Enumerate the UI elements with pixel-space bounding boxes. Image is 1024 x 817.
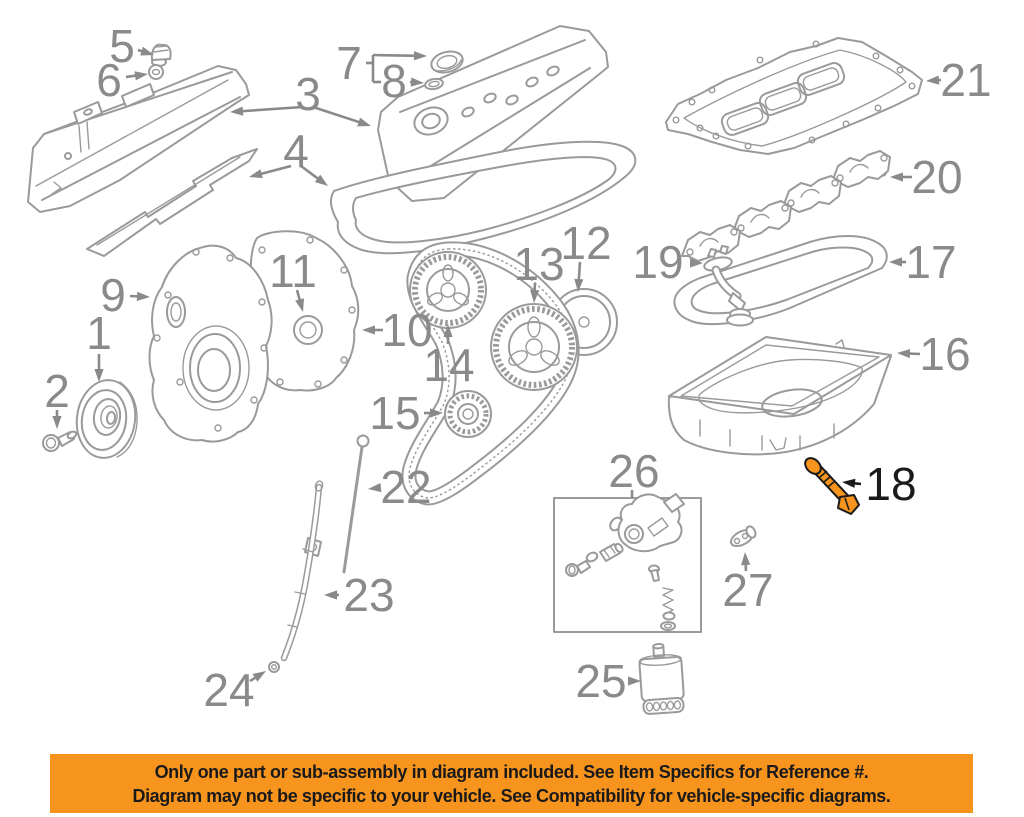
callout-arrowhead-1 (94, 369, 104, 382)
callout-number-17: 17 (905, 236, 956, 288)
timing-cover-front-art (148, 244, 273, 443)
callout-number-26: 26 (608, 445, 659, 497)
callout-number-6: 6 (96, 54, 122, 106)
callout-number-5: 5 (109, 20, 135, 72)
callout-number-9: 9 (100, 269, 126, 321)
stud-art (150, 43, 172, 67)
valve-cover-right-art (377, 25, 609, 202)
dipstick-tube-art (280, 480, 324, 662)
callout-number-15: 15 (369, 387, 420, 439)
callout-arrowhead-3 (230, 106, 244, 116)
callout-arrowhead-19 (690, 258, 703, 268)
callout-arrowhead-16 (897, 348, 911, 359)
callout-number-18: 18 (865, 458, 916, 510)
callout-arrowhead-27 (741, 552, 751, 566)
callout-number-10: 10 (381, 304, 432, 356)
cap-o-ring-art (424, 77, 444, 91)
callout-arrowhead-8 (410, 77, 424, 87)
callout-number-21: 21 (940, 54, 991, 106)
callout-arrowhead-12 (574, 278, 584, 292)
callout-arrowhead-24 (252, 671, 266, 682)
callout-arrowhead-20 (890, 172, 903, 182)
disclaimer-banner: Only one part or sub-assembly in diagram… (50, 754, 973, 813)
callout-number-27: 27 (722, 564, 773, 616)
callout-arrowhead-13 (530, 289, 540, 303)
oil-filter-art (638, 642, 685, 715)
valve-cover-left-art (27, 65, 250, 213)
callout-arrow-3 (312, 105, 363, 125)
valve-cover-gasket-right-art (330, 140, 637, 255)
callout-arrowhead-18 (842, 478, 856, 488)
plug-art (729, 525, 757, 548)
callout-arrowhead-4 (249, 169, 263, 179)
callout-arrowhead-4 (314, 174, 328, 186)
crank-bolt-art (42, 430, 78, 452)
callout-arrow-4 (300, 164, 322, 182)
disclaimer-line-1: Only one part or sub-assembly in diagram… (154, 762, 869, 782)
crank-pulley-art (75, 379, 138, 459)
callout-number-23: 23 (343, 569, 394, 621)
dipstick-o-ring-art (268, 661, 280, 673)
callout-arrow-7 (372, 53, 419, 58)
valve-cover-gasket-left-art (86, 148, 258, 257)
oil-pickup-art (703, 245, 754, 327)
callout-number-14: 14 (423, 339, 474, 391)
callout-number-13: 13 (513, 238, 564, 290)
callout-arrowhead-21 (926, 75, 940, 85)
callout-number-20: 20 (911, 151, 962, 203)
callout-arrowhead-9 (136, 291, 150, 301)
callout-arrowhead-23 (324, 590, 337, 600)
callout-number-22: 22 (380, 461, 431, 513)
callout-arrowhead-3 (357, 117, 371, 127)
callout-arrow-3 (238, 105, 304, 113)
filter-adapter-kit-art (553, 493, 702, 633)
callout-arrowhead-11 (295, 298, 305, 312)
callout-number-8: 8 (381, 55, 407, 107)
cam-carriers-art (681, 150, 891, 262)
oil-pan-art (667, 336, 892, 456)
callout-arrowhead-5 (140, 46, 154, 56)
disclaimer-line-2: Diagram may not be specific to your vehi… (132, 786, 891, 806)
highlighted-part-18-art (804, 457, 860, 515)
callout-arrowhead-6 (134, 71, 148, 81)
timing-set-art (401, 241, 618, 506)
callout-arrowhead-22 (368, 482, 382, 493)
callout-number-19: 19 (632, 236, 683, 288)
callout-number-25: 25 (575, 655, 626, 707)
callout-number-4: 4 (283, 125, 309, 177)
callout-arrowhead-17 (889, 257, 902, 267)
exploded-parts-diagram: 1234567891011121314151617181920212223242… (27, 20, 992, 716)
callout-number-16: 16 (919, 328, 970, 380)
callout-arrowhead-2 (52, 416, 62, 429)
manifold-gasket-art (665, 37, 923, 155)
callout-number-11: 11 (269, 245, 317, 297)
callout-number-3: 3 (295, 68, 321, 120)
dipstick-art (342, 434, 370, 574)
callout-number-2: 2 (44, 365, 70, 417)
callout-number-12: 12 (560, 217, 611, 269)
callout-arrowhead-15 (430, 408, 443, 418)
callout-number-24: 24 (203, 664, 254, 716)
callout-arrowhead-14 (443, 324, 453, 337)
callout-arrowhead-25 (628, 676, 641, 686)
grommet-art (148, 64, 164, 80)
oil-filler-cap-art (430, 50, 464, 74)
callout-arrow-4 (257, 164, 292, 176)
callout-arrowhead-7 (413, 51, 427, 61)
callout-number-1: 1 (86, 307, 112, 359)
callout-arrowhead-10 (362, 325, 375, 335)
callout-number-7: 7 (336, 37, 362, 89)
